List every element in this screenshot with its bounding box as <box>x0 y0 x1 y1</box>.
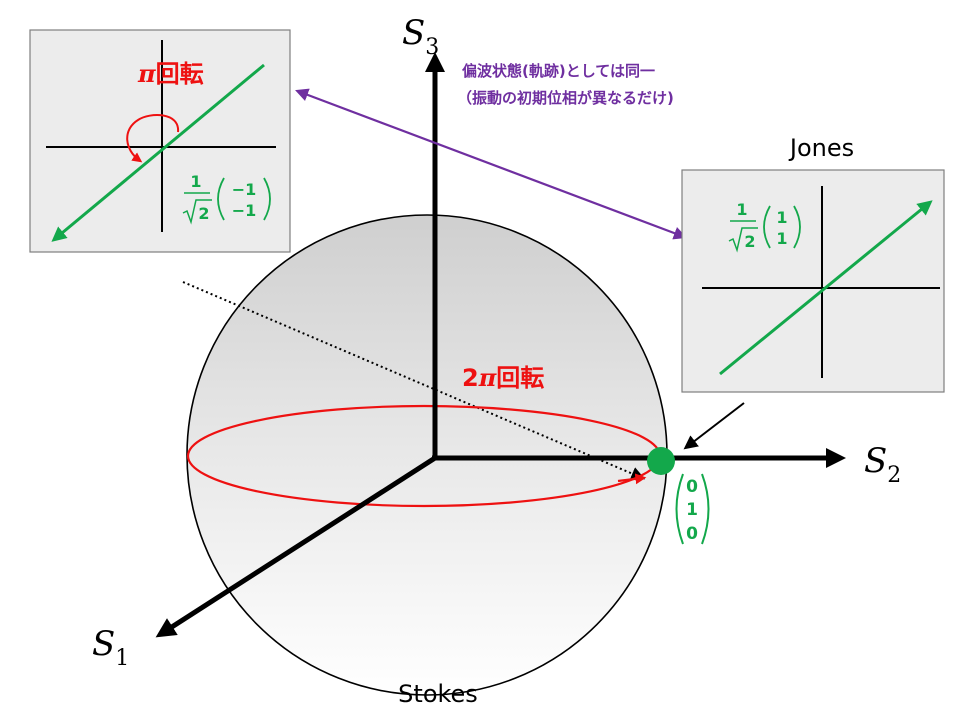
left-vector-entry: −1 <box>232 201 257 220</box>
inset-pointer-arrow <box>683 402 745 450</box>
left-inset-box <box>29 29 291 253</box>
point-vector-right-paren <box>701 473 710 545</box>
equator-arrowhead <box>617 473 647 485</box>
s3-axis-label: S3 <box>402 13 439 60</box>
right-inset-jones-vector: 1 2 1 1 <box>728 200 801 253</box>
point-vector-entry: 0 <box>686 477 698 497</box>
right-inset-field-vector <box>719 200 933 376</box>
left-vector-left-paren <box>217 177 225 221</box>
left-inset-field-vector <box>51 63 265 242</box>
left-vector-right-paren <box>263 177 271 221</box>
left-vector-entry: −1 <box>232 180 257 199</box>
right-inset-box <box>681 169 945 393</box>
right-vector-right-paren <box>793 205 801 249</box>
point-vector-entry: 0 <box>686 524 698 544</box>
left-vector-coef-den: 2 <box>198 204 209 223</box>
pi-rotation-label: π回転 <box>137 59 204 88</box>
right-vector-coef-num: 1 <box>736 200 747 219</box>
point-jones-vector: 0 1 0 <box>675 473 710 545</box>
stokes-caption: Stokes <box>398 680 478 708</box>
right-vector-entry: 1 <box>776 208 787 227</box>
point-vector-left-paren <box>675 473 684 545</box>
s1-axis-label: S1 <box>92 624 129 671</box>
jones-caption: Jones <box>788 134 854 162</box>
poincare-sphere <box>186 214 668 696</box>
equivalence-note-line1: 偏波状態(軌跡)としては同一 <box>462 62 655 80</box>
s2-axis-label: S2 <box>864 441 901 488</box>
equivalence-arrow <box>295 88 687 240</box>
right-vector-sqrt-sign <box>728 227 758 253</box>
left-vector-coef-num: 1 <box>190 172 201 191</box>
polarization-point <box>647 447 675 475</box>
left-jones-inset: π回転 1 2 −1 −1 <box>29 29 291 253</box>
left-inset-jones-vector: 1 2 −1 −1 <box>182 172 271 225</box>
right-jones-inset: 1 2 1 1 <box>681 169 945 393</box>
right-vector-left-paren <box>763 205 771 249</box>
right-vector-coef-den: 2 <box>744 232 755 251</box>
pi-rotation-arrow <box>126 114 180 163</box>
equivalence-note-line2: （振動の初期位相が異なるだけ) <box>457 89 674 107</box>
left-vector-sqrt-sign <box>182 199 212 225</box>
two-pi-rotation-label: 2π回転 <box>462 363 544 392</box>
point-vector-entry: 1 <box>686 500 698 520</box>
s1-axis <box>155 455 437 638</box>
right-vector-entry: 1 <box>776 229 787 248</box>
